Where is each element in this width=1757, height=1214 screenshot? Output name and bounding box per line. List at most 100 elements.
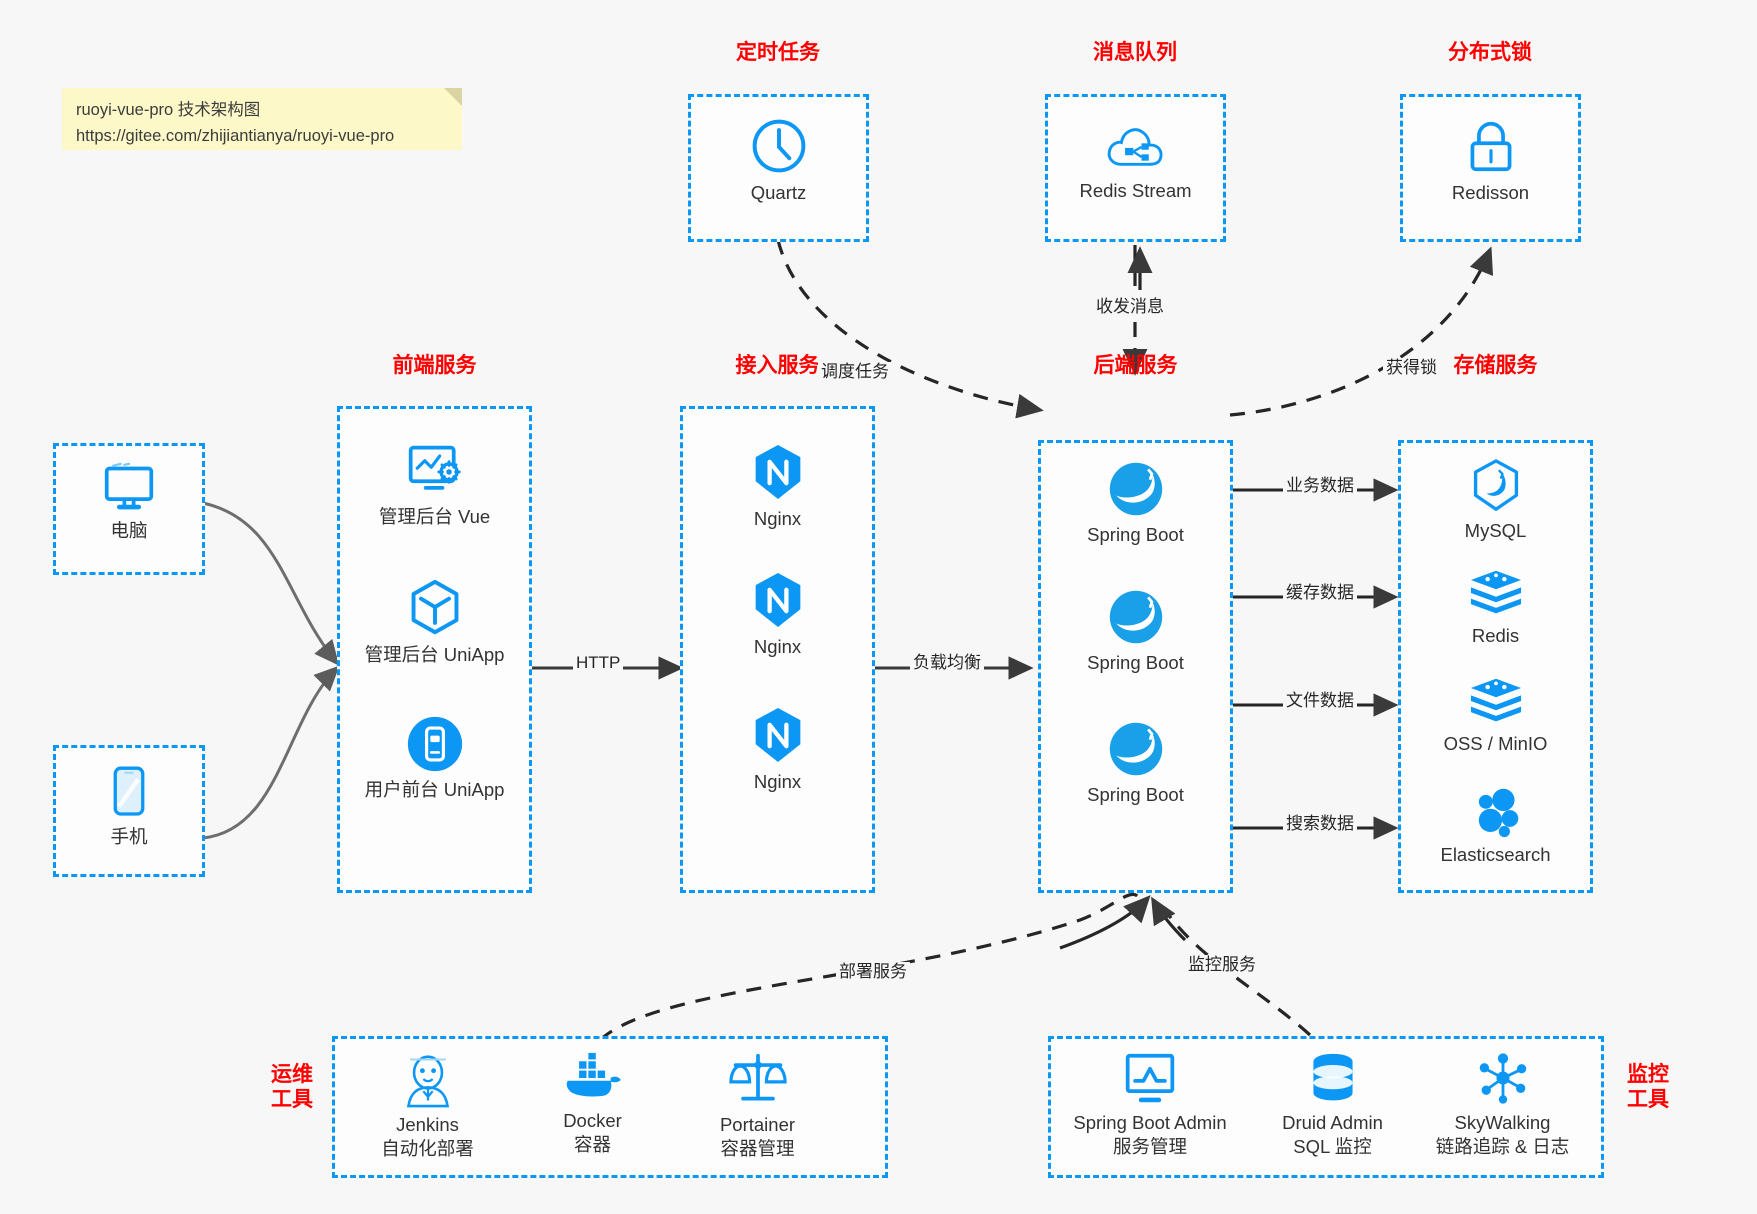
group-backend-service <box>1038 440 1233 893</box>
edge-label-send-receive-message: 收发消息 <box>1093 297 1167 318</box>
node-phone[interactable]: 手机 <box>53 764 205 849</box>
node-label: SkyWalking <box>1454 1112 1551 1133</box>
group-title-distributed-lock: 分布式锁 <box>1448 41 1532 64</box>
nginx-icon <box>755 445 800 499</box>
node-label: Nginx <box>753 771 802 792</box>
edge-label-search-data: 搜索数据 <box>1283 814 1357 835</box>
node-spring-boot-admin[interactable]: Spring Boot Admin 服务管理 <box>1060 1052 1240 1160</box>
group-title-message-queue: 消息队列 <box>1093 41 1177 64</box>
node-label: Portainer <box>719 1114 796 1135</box>
group-message-queue <box>1045 94 1226 242</box>
node-sublabel: 自动化部署 <box>381 1138 474 1160</box>
node-redis[interactable]: Redis <box>1398 567 1593 648</box>
node-label: MySQL <box>1464 520 1527 541</box>
node-sublabel: 容器 <box>573 1134 611 1156</box>
node-label: 管理后台 UniApp <box>364 644 505 665</box>
monitor-chart-icon <box>1125 1053 1175 1103</box>
node-label: Docker <box>563 1110 622 1131</box>
node-label: Spring Boot <box>1087 524 1184 545</box>
node-user-uniapp[interactable]: 用户前台 UniApp <box>337 715 532 802</box>
node-label: Nginx <box>753 508 802 529</box>
node-oss-minio[interactable]: OSS / MinIO <box>1398 675 1593 756</box>
edge-label-http: HTTP <box>573 653 624 674</box>
redis-stack-icon <box>1470 570 1521 614</box>
monitor-title-line2: 工具 <box>1627 1088 1669 1112</box>
node-springboot-2[interactable]: Spring Boot <box>1038 588 1233 675</box>
node-label: Redis Stream <box>1079 180 1192 201</box>
portainer-scales-icon <box>728 1053 787 1101</box>
padlock-icon <box>1470 121 1511 172</box>
spring-leaf-icon <box>1109 722 1162 776</box>
skywalking-nodes-icon <box>1479 1053 1526 1104</box>
node-label: 管理后台 Vue <box>378 506 491 527</box>
node-elasticsearch[interactable]: Elasticsearch <box>1398 786 1593 867</box>
node-label: Redis <box>1471 625 1520 646</box>
mysql-dolphin-icon <box>1473 459 1518 511</box>
uniapp-cube-icon <box>411 579 458 635</box>
node-admin-vue[interactable]: 管理后台 Vue <box>337 442 532 529</box>
node-mysql[interactable]: MySQL <box>1398 458 1593 543</box>
note-title: ruoyi-vue-pro 技术架构图 <box>76 101 261 119</box>
database-stack-icon <box>1312 1053 1353 1101</box>
node-sublabel: 容器管理 <box>720 1138 795 1160</box>
ops-title-line2: 工具 <box>271 1088 313 1112</box>
group-title-monitor-tools: 监控 工具 <box>1608 1062 1688 1112</box>
node-springboot-3[interactable]: Spring Boot <box>1038 720 1233 807</box>
jenkins-butler-icon <box>406 1055 449 1108</box>
node-redisson[interactable]: Redisson <box>1400 118 1581 205</box>
elasticsearch-icon <box>1478 788 1518 838</box>
cloud-nodes-icon <box>1107 128 1162 166</box>
node-label: Spring Boot <box>1087 652 1184 673</box>
group-title-frontend-service: 前端服务 <box>392 354 477 377</box>
note-fold-icon <box>444 88 462 106</box>
docker-whale-icon <box>566 1052 621 1097</box>
node-label: OSS / MinIO <box>1443 733 1548 754</box>
nginx-icon <box>755 708 800 762</box>
redis-stack-icon <box>1470 678 1521 722</box>
node-label: Redisson <box>1451 182 1530 203</box>
node-redis-stream[interactable]: Redis Stream <box>1045 120 1226 203</box>
node-quartz[interactable]: Quartz <box>688 116 869 205</box>
diagram-note: ruoyi-vue-pro 技术架构图 https://gitee.com/zh… <box>62 88 462 150</box>
node-jenkins[interactable]: Jenkins 自动化部署 <box>345 1052 510 1162</box>
node-label: Elasticsearch <box>1440 844 1551 865</box>
dashboard-gear-icon <box>408 445 461 490</box>
node-label: Nginx <box>753 636 802 657</box>
node-nginx-1[interactable]: Nginx <box>680 442 875 531</box>
node-label: Spring Boot <box>1087 784 1184 805</box>
edge-label-load-balance: 负载均衡 <box>910 653 984 674</box>
desktop-monitor-icon <box>104 462 154 510</box>
node-label: Druid Admin <box>1282 1112 1383 1133</box>
edge-label-cache-data: 缓存数据 <box>1283 583 1357 604</box>
ops-title-line1: 运维 <box>271 1063 313 1086</box>
node-admin-uniapp[interactable]: 管理后台 UniApp <box>337 578 532 667</box>
edge-label-acquire-lock: 获得锁 <box>1383 358 1440 379</box>
node-nginx-2[interactable]: Nginx <box>680 570 875 659</box>
group-title-scheduled-task: 定时任务 <box>736 41 820 64</box>
spring-leaf-icon <box>1109 462 1162 516</box>
group-scheduled-task <box>688 94 869 242</box>
node-sublabel: 链路追踪 & 日志 <box>1435 1136 1570 1158</box>
node-druid-admin[interactable]: Druid Admin SQL 监控 <box>1250 1052 1415 1160</box>
node-sublabel: 服务管理 <box>1112 1136 1187 1158</box>
node-portainer[interactable]: Portainer 容器管理 <box>675 1052 840 1162</box>
node-skywalking[interactable]: SkyWalking 链路追踪 & 日志 <box>1415 1052 1590 1160</box>
group-title-backend-service: 后端服务 <box>1093 354 1178 377</box>
group-title-ops-tools: 运维 工具 <box>252 1062 332 1112</box>
node-label: Quartz <box>750 182 807 203</box>
monitor-title-line1: 监控 <box>1627 1063 1669 1086</box>
edge-label-schedule-task: 调度任务 <box>818 362 892 383</box>
node-springboot-1[interactable]: Spring Boot <box>1038 460 1233 547</box>
node-nginx-3[interactable]: Nginx <box>680 705 875 794</box>
node-docker[interactable]: Docker 容器 <box>510 1052 675 1158</box>
edge-label-deploy-service: 部署服务 <box>836 962 910 983</box>
edge-label-file-data: 文件数据 <box>1283 691 1357 712</box>
mobile-app-icon <box>407 716 462 772</box>
node-sublabel: SQL 监控 <box>1293 1136 1372 1158</box>
node-label: 手机 <box>110 826 148 847</box>
spring-leaf-icon <box>1109 590 1162 644</box>
node-computer[interactable]: 电脑 <box>53 462 205 543</box>
node-label: Spring Boot Admin <box>1073 1112 1227 1133</box>
note-url: https://gitee.com/zhijiantianya/ruoyi-vu… <box>76 126 395 145</box>
node-label: 电脑 <box>110 520 148 541</box>
